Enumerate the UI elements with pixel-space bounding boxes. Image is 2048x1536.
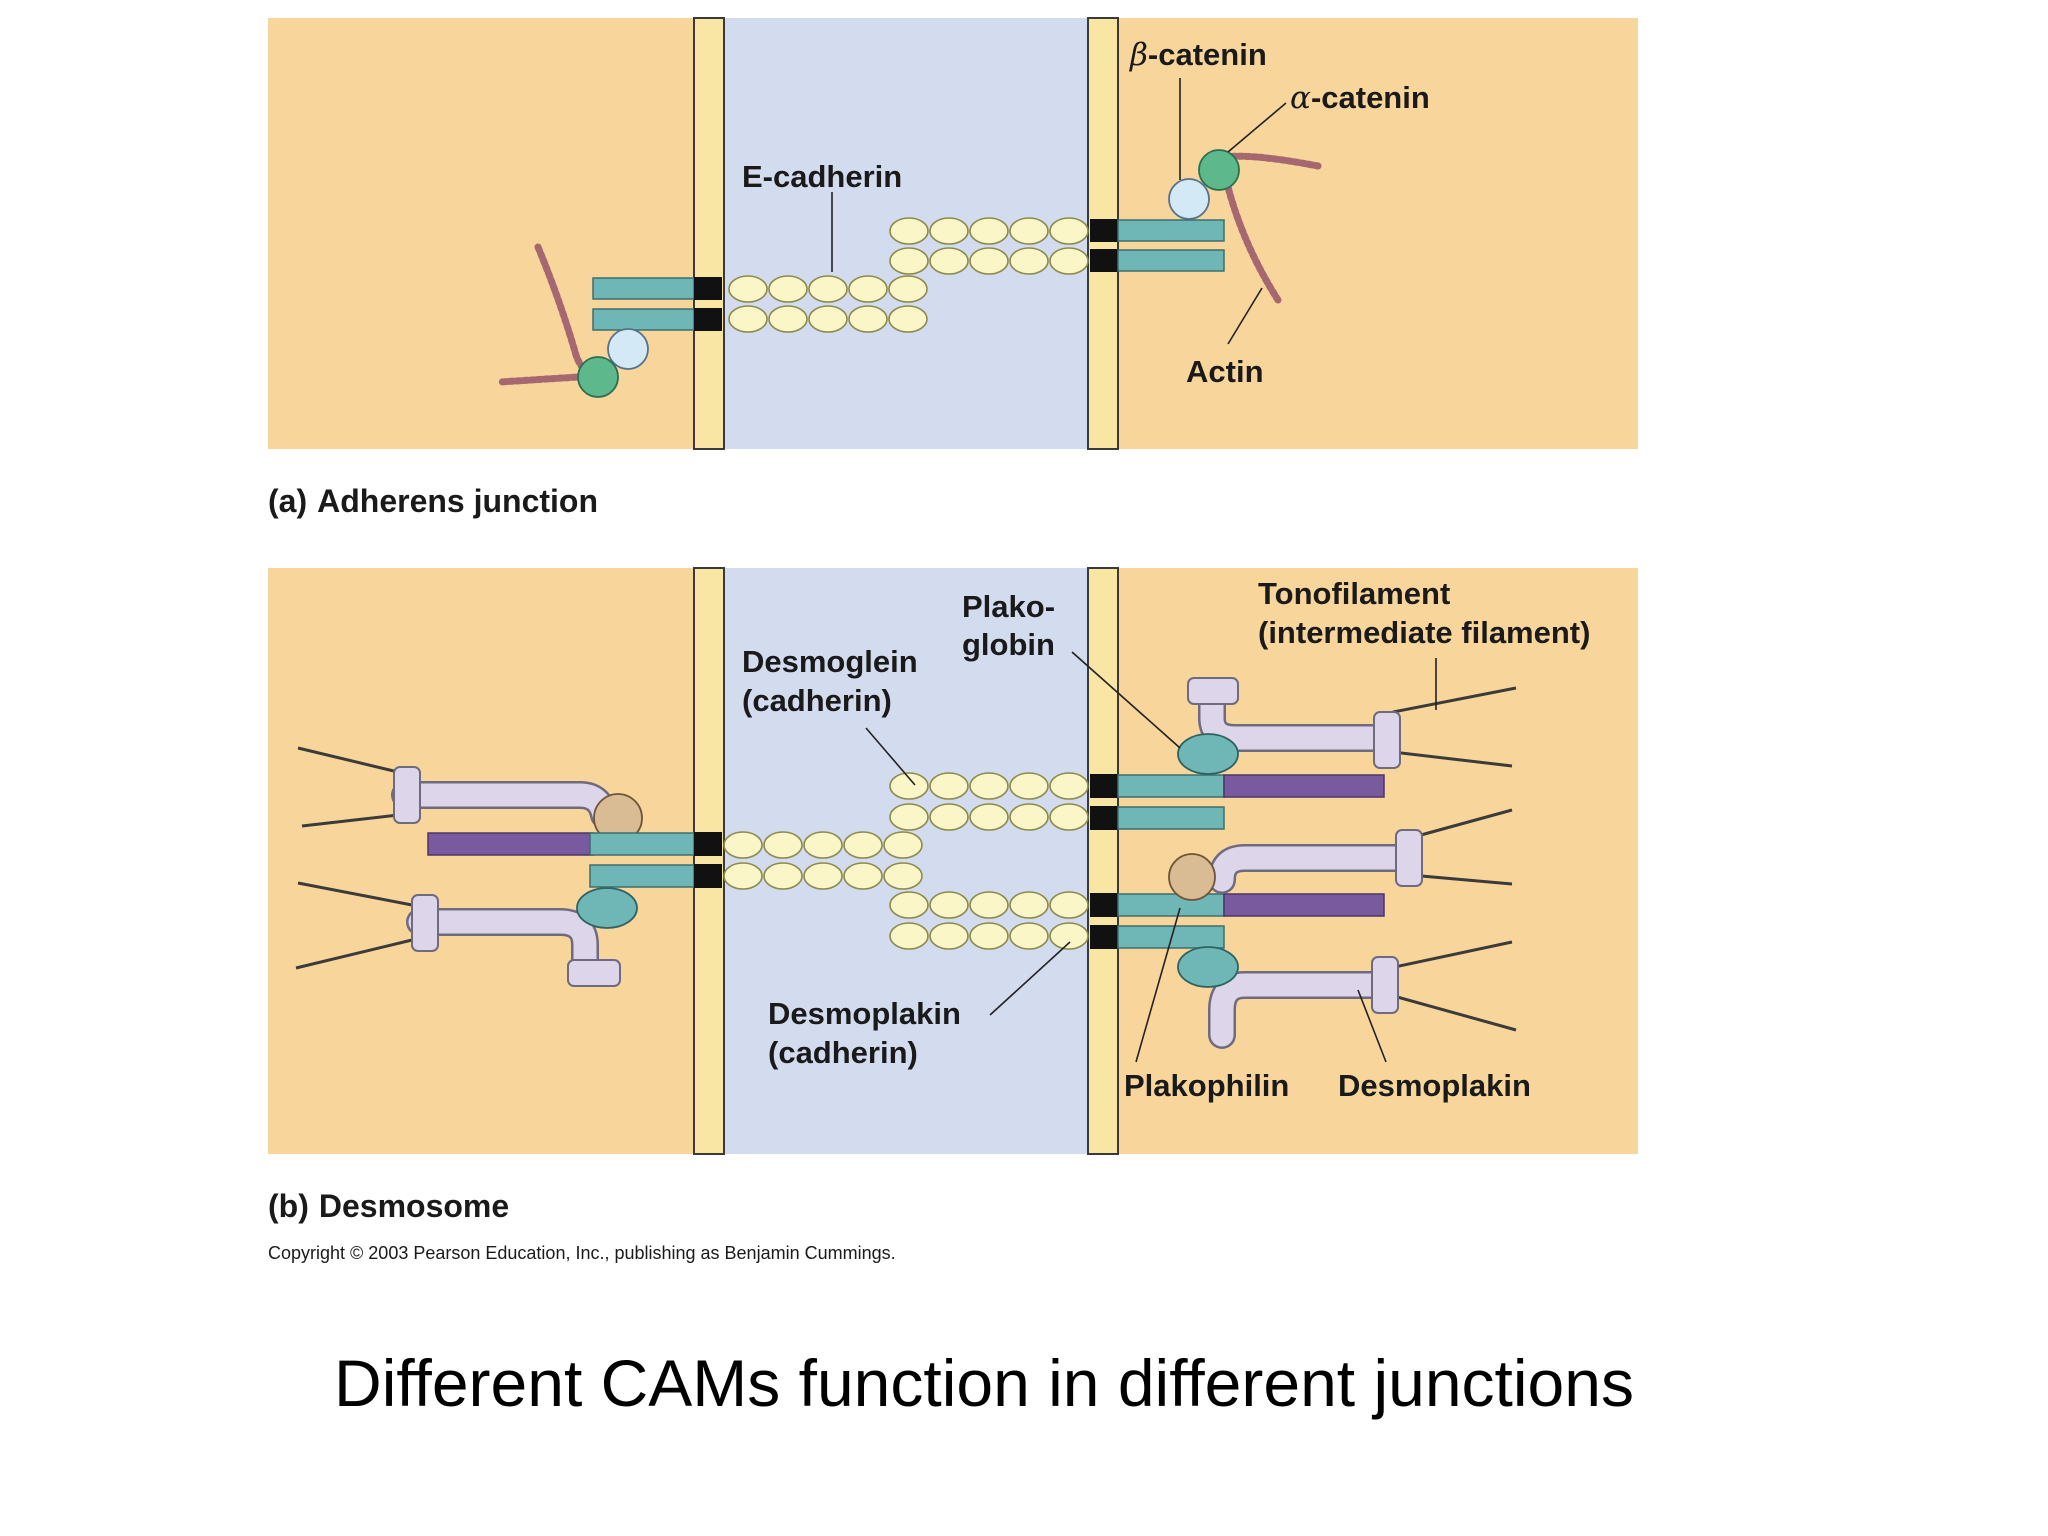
label-desmoplakin: Desmoplakin — [1338, 1068, 1531, 1103]
panel-a-left-alpha-catenin — [577, 356, 619, 398]
panel-b-desmoplakin-cadherin-leader — [989, 941, 1071, 1016]
panel-a-right-beta-catenin — [1168, 178, 1210, 220]
label-actin: Actin — [1186, 354, 1264, 389]
panel-b-plakoglobin-leader — [1071, 651, 1181, 749]
panel-a-right-alpha-catenin — [1198, 149, 1240, 191]
panel-b-plakophilin-leader — [1135, 907, 1181, 1063]
panel-a-right-plaque — [1090, 219, 1225, 272]
panel-b-right-plakoglobin-upper — [1177, 733, 1239, 775]
panel-a-left-plaque — [592, 277, 722, 331]
label-desmoplakin-cadherin: Desmoplakin(cadherin) — [768, 996, 961, 1070]
label-e-cadherin: E-cadherin — [742, 159, 902, 194]
panel-b-left-plakoglobin — [576, 887, 638, 929]
panel-a-caption: (a)Adherens junction — [268, 483, 598, 519]
panel-b-right-plakophilin — [1168, 853, 1216, 901]
label-plakophilin: Plakophilin — [1124, 1068, 1289, 1103]
panel-b-desmoglein-leader — [865, 727, 916, 786]
label-desmoglein: Desmoglein(cadherin) — [742, 644, 918, 718]
panel-a-left-membrane — [693, 17, 725, 450]
panel-b-right-cell-components — [1090, 677, 1517, 1049]
panel-a-actin-leader — [1227, 287, 1263, 345]
slide-title: Different CAMs function in different jun… — [334, 1346, 1634, 1420]
panel-b-right-membrane — [1087, 567, 1119, 1155]
panel-b-desmosome: Plako-globin Desmoglein(cadherin) Tonofi… — [268, 567, 1638, 1224]
panel-b-left-membrane — [693, 567, 725, 1155]
label-plakoglobin: Plako-globin — [962, 589, 1055, 662]
panel-b-left-cytoplasm — [268, 568, 694, 1154]
panel-b-desmoplakin-leader — [1357, 989, 1387, 1063]
label-beta-catenin: β-catenin — [1129, 37, 1267, 73]
panel-b-right-plakoglobin-lower — [1177, 946, 1239, 988]
panel-a-left-beta-catenin — [607, 328, 649, 370]
panel-b-left-cell-components — [295, 746, 722, 987]
panel-a-left-cytoplasm — [268, 18, 694, 449]
label-tonofilament: Tonofilament(intermediate filament) — [1258, 576, 1590, 650]
panel-b-caption: (b)Desmosome — [268, 1188, 509, 1224]
panel-a-alpha-catenin-leader — [1227, 102, 1287, 153]
label-alpha-catenin: α-catenin — [1290, 80, 1430, 116]
copyright-notice: Copyright © 2003 Pearson Education, Inc.… — [268, 1243, 896, 1263]
panel-b-extracellular-space — [724, 568, 1088, 1154]
panel-a-adherens-junction: E-cadherin β-catenin α-catenin Actin (a)… — [268, 17, 1638, 519]
